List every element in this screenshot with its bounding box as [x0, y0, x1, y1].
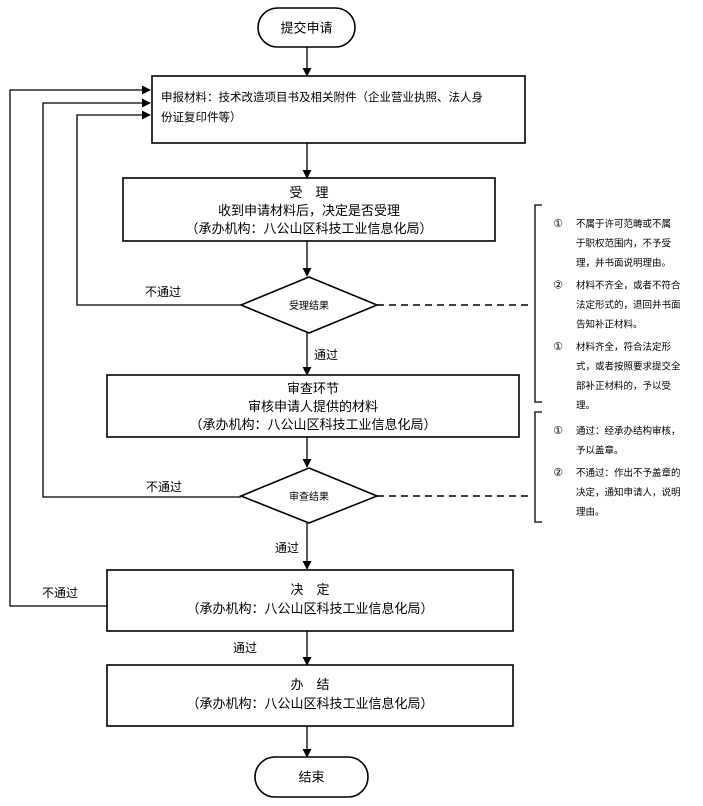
loop-review-fail — [42, 98, 241, 498]
accept-note-item-1-line-2: 于职权范围内，不予受 — [576, 238, 671, 250]
decision-box: 决 定 （承办机构：八公山区科技工业信息化局） — [106, 569, 514, 632]
accept-line2: （承办机构：八公山区科技工业信息化局） — [185, 221, 432, 237]
accept-box: 受 理 收到申请材料后，决定是否受理 （承办机构：八公山区科技工业信息化局） — [122, 177, 496, 242]
label-decision-pass: 通过 — [233, 641, 257, 655]
review-note-marker-1: ① — [553, 424, 563, 437]
connectors — [9, 47, 533, 758]
accept-line1: 收到申请材料后，决定是否受理 — [218, 204, 400, 219]
accept-note-item-2-line-3: 告知补正材料。 — [576, 319, 643, 331]
label-decision-fail: 不通过 — [42, 586, 78, 600]
review-diamond — [238, 467, 380, 524]
review-box: 审查环节 审核申请人提供的材料 （承办机构：八公山区科技工业信息化局） — [106, 374, 520, 438]
end-terminator — [254, 756, 369, 798]
label-review-fail: 不通过 — [146, 480, 182, 494]
accept-note-item-2-line-1: 材料不齐全，或者不符合 — [576, 280, 681, 292]
finish-title: 办 结 — [290, 678, 329, 693]
review-decision-diamond: 审查结果 — [238, 467, 380, 524]
materials-box: 申报材料：技术改造项目书及相关附件（企业营业执照、法人身 份证复印件等） — [151, 75, 526, 144]
finish-box: 办 结 （承办机构：八公山区科技工业信息化局） — [106, 664, 514, 727]
accept-diamond — [238, 276, 380, 334]
review-note-item-2-line-1: 不通过：作出不予盖章的 — [576, 467, 681, 479]
label-review-pass: 通过 — [275, 541, 299, 555]
materials-line1: 申报材料：技术改造项目书及相关附件（企业营业执照、法人身 — [161, 90, 483, 104]
finish-line1: （承办机构：八公山区科技工业信息化局） — [186, 696, 433, 712]
review-note-marker-2: ② — [553, 466, 563, 479]
accept-note-bracket — [534, 204, 542, 403]
accept-note-item-1-line-1: 不属于许可范畴或不属 — [576, 218, 671, 230]
review-note: ① 通过：经承办结构审核， 予以盖章。 ② 不通过：作出不予盖章的决定，通知申请人，说明… — [553, 424, 680, 518]
accept-note-item-3-line-3: 部补正材料的，予以受 — [576, 380, 671, 392]
review-note-item-2-line-3: 理由。 — [576, 506, 605, 518]
review-line1: 审核申请人提供的材料 — [248, 399, 378, 415]
label-accept-pass: 通过 — [314, 348, 338, 362]
accept-rect — [122, 177, 496, 242]
end-label: 结束 — [298, 771, 324, 786]
accept-title: 受 理 — [289, 186, 328, 201]
review-note-item-1-line-1: 通过：经承办结构审核， — [576, 425, 681, 437]
decision-rect — [106, 569, 514, 632]
materials-line2: 份证复印件等） — [161, 110, 242, 124]
start-label: 提交申请 — [280, 21, 332, 37]
accept-decision-diamond: 受理结果 — [238, 276, 380, 334]
loop-accept-fail — [76, 110, 241, 306]
accept-note-item-1-line-3: 理，并书面说明理由。 — [576, 257, 671, 269]
accept-note-item-3-line-2: 式，或者按照要求提交全 — [576, 361, 681, 373]
start-node: 提交申请 — [257, 7, 356, 48]
accept-note-item-2-line-2: 法定形式的，退回并书面 — [576, 299, 681, 311]
label-accept-fail: 不通过 — [145, 285, 181, 299]
accept-note-marker-2: ② — [553, 279, 563, 292]
review-note-item-1-line-2: 予以盖章。 — [576, 445, 624, 457]
accept-note-marker-3: ① — [553, 340, 563, 353]
end-node: 结束 — [254, 756, 369, 798]
decision-line1: （承办机构：八公山区科技工业信息化局） — [186, 601, 433, 617]
review-rect — [106, 374, 520, 438]
accept-note-marker-1: ① — [553, 217, 563, 230]
start-terminator — [257, 7, 356, 48]
review-note-bracket — [534, 411, 542, 523]
finish-rect — [106, 664, 514, 727]
decision-title: 决 定 — [290, 583, 329, 598]
review-note-item-2-line-2: 决定，通知申请人，说明 — [576, 487, 681, 499]
review-title: 审查环节 — [287, 382, 339, 397]
loop-decision-fail — [9, 85, 151, 607]
accept-note-item-3-line-4: 理。 — [576, 401, 595, 412]
materials-rect — [151, 75, 526, 144]
review-result-label: 审查结果 — [289, 490, 329, 503]
accept-note-item-3-line-1: 材料齐全，符合法定形 — [576, 341, 672, 353]
accept-result-label: 受理结果 — [289, 299, 329, 312]
review-line2: （承办机构：八公山区科技工业信息化局） — [189, 417, 436, 433]
